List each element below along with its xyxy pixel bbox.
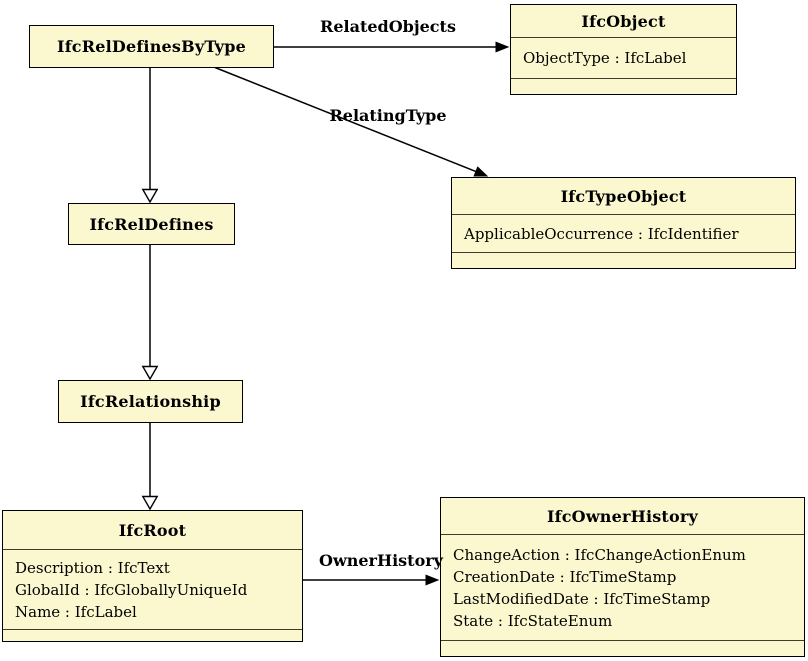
- edge-label-relatingtype: RelatingType: [329, 106, 447, 125]
- class-attributes: ChangeAction : IfcChangeActionEnum Creat…: [441, 535, 804, 641]
- filled-arrowhead-icon: [495, 41, 510, 53]
- class-title: IfcOwnerHistory: [441, 498, 804, 535]
- class-box-ifcreldefines[interactable]: IfcRelDefines: [68, 203, 235, 245]
- class-title: IfcTypeObject: [452, 178, 795, 215]
- class-attributes: ApplicableOccurrence : IfcIdentifier: [452, 215, 795, 253]
- edge-label-ownerhistory: OwnerHistory: [319, 551, 443, 570]
- class-title: IfcRoot: [3, 511, 302, 550]
- class-attribute: State : IfcStateEnum: [453, 611, 613, 630]
- class-attribute: Description : IfcText: [15, 558, 170, 577]
- class-box-ifcroot[interactable]: IfcRoot Description : IfcText GlobalId :…: [2, 510, 303, 642]
- empty-compartment: [441, 641, 804, 656]
- association-line-relatingtype: [214, 66, 477, 173]
- filled-arrowhead-icon: [425, 574, 440, 586]
- class-title: IfcRelDefines: [89, 214, 214, 234]
- hollow-triangle-icon: [141, 365, 159, 381]
- class-attribute: ApplicableOccurrence : IfcIdentifier: [464, 224, 739, 243]
- empty-compartment: [511, 79, 736, 94]
- empty-compartment: [3, 630, 302, 641]
- class-attributes: ObjectType : IfcLabel: [511, 38, 736, 79]
- class-attribute: LastModifiedDate : IfcTimeStamp: [453, 589, 711, 608]
- class-attribute: ChangeAction : IfcChangeActionEnum: [453, 545, 746, 564]
- class-title: IfcRelationship: [80, 392, 221, 411]
- class-title: IfcRelDefinesByType: [57, 37, 246, 56]
- class-attributes: Description : IfcText GlobalId : IfcGlob…: [3, 550, 302, 630]
- class-attribute: Name : IfcLabel: [15, 602, 137, 621]
- filled-arrowhead-icon: [473, 166, 489, 177]
- class-box-ifcrelationship[interactable]: IfcRelationship: [58, 380, 243, 423]
- class-box-ifcreldefinesbytype[interactable]: IfcRelDefinesByType: [29, 25, 274, 68]
- class-box-ifcobject[interactable]: IfcObject ObjectType : IfcLabel: [510, 4, 737, 95]
- class-box-ifcownerhistory[interactable]: IfcOwnerHistory ChangeAction : IfcChange…: [440, 497, 805, 657]
- edge-label-relatedobjects: RelatedObjects: [320, 17, 456, 36]
- hollow-triangle-icon: [141, 188, 159, 204]
- class-box-ifctypeobject[interactable]: IfcTypeObject ApplicableOccurrence : Ifc…: [451, 177, 796, 269]
- class-attribute: ObjectType : IfcLabel: [523, 49, 687, 67]
- class-title: IfcObject: [511, 5, 736, 38]
- class-attribute: GlobalId : IfcGloballyUniqueId: [15, 580, 248, 599]
- empty-compartment: [452, 253, 795, 268]
- class-attribute: CreationDate : IfcTimeStamp: [453, 567, 677, 586]
- hollow-triangle-icon: [141, 495, 159, 511]
